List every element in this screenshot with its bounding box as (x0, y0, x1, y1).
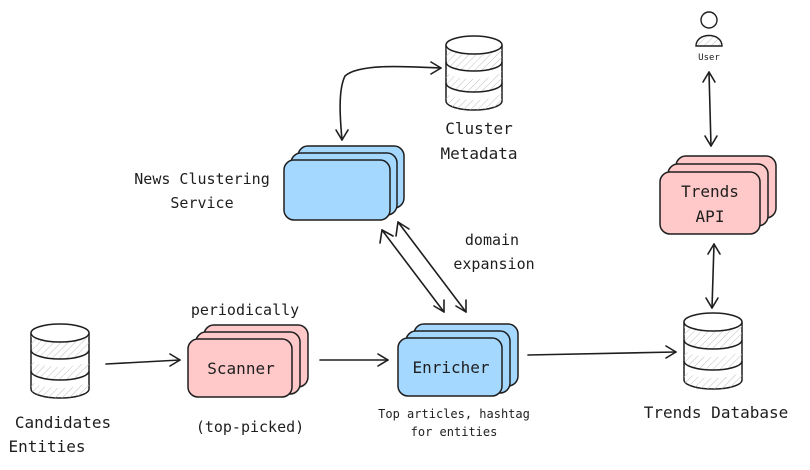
scanner-box (187, 324, 309, 398)
enricher-label: Enricher (412, 358, 489, 377)
news-clustering-label-2: Service (170, 194, 233, 212)
edge-api-db (705, 243, 721, 309)
domain-expansion-label-2: expansion (453, 255, 534, 273)
domain-expansion-label-1: domain (465, 231, 519, 249)
edge-enricher-db (527, 345, 677, 359)
edge-user-api (702, 71, 718, 147)
database-icon (445, 35, 503, 111)
news-clustering-service (283, 145, 405, 221)
user-label: User (698, 53, 720, 63)
cluster-metadata-label-1: Cluster (445, 119, 513, 138)
news-clustering-label-1: News Clustering (134, 170, 269, 188)
user-icon (695, 11, 723, 47)
connectors (105, 61, 721, 367)
trends-database-label: Trends Database (644, 403, 789, 422)
edge-clustering-metadata (335, 61, 442, 141)
enricher-note-2: for entities (411, 425, 498, 439)
trends-api-box (659, 155, 777, 235)
edge-scanner-enricher (319, 353, 389, 367)
candidates-label-2: Entities (8, 437, 85, 456)
enricher-box (397, 323, 519, 397)
candidates-label-1: Candidates (15, 413, 111, 432)
database-icon (683, 312, 743, 390)
edge-clustering-enricher (379, 221, 467, 313)
top-picked-label: (top-picked) (196, 418, 304, 436)
edge-candidates-scanner (105, 353, 181, 367)
cluster-metadata-label-2: Metadata (440, 144, 517, 163)
scanner-label: Scanner (207, 359, 275, 378)
database-icon (30, 323, 90, 399)
periodically-label: periodically (191, 301, 299, 319)
enricher-note-1: Top articles, hashtag (378, 407, 530, 421)
trends-api-label-1: Trends (681, 182, 739, 201)
trends-api-label-2: API (696, 207, 725, 226)
